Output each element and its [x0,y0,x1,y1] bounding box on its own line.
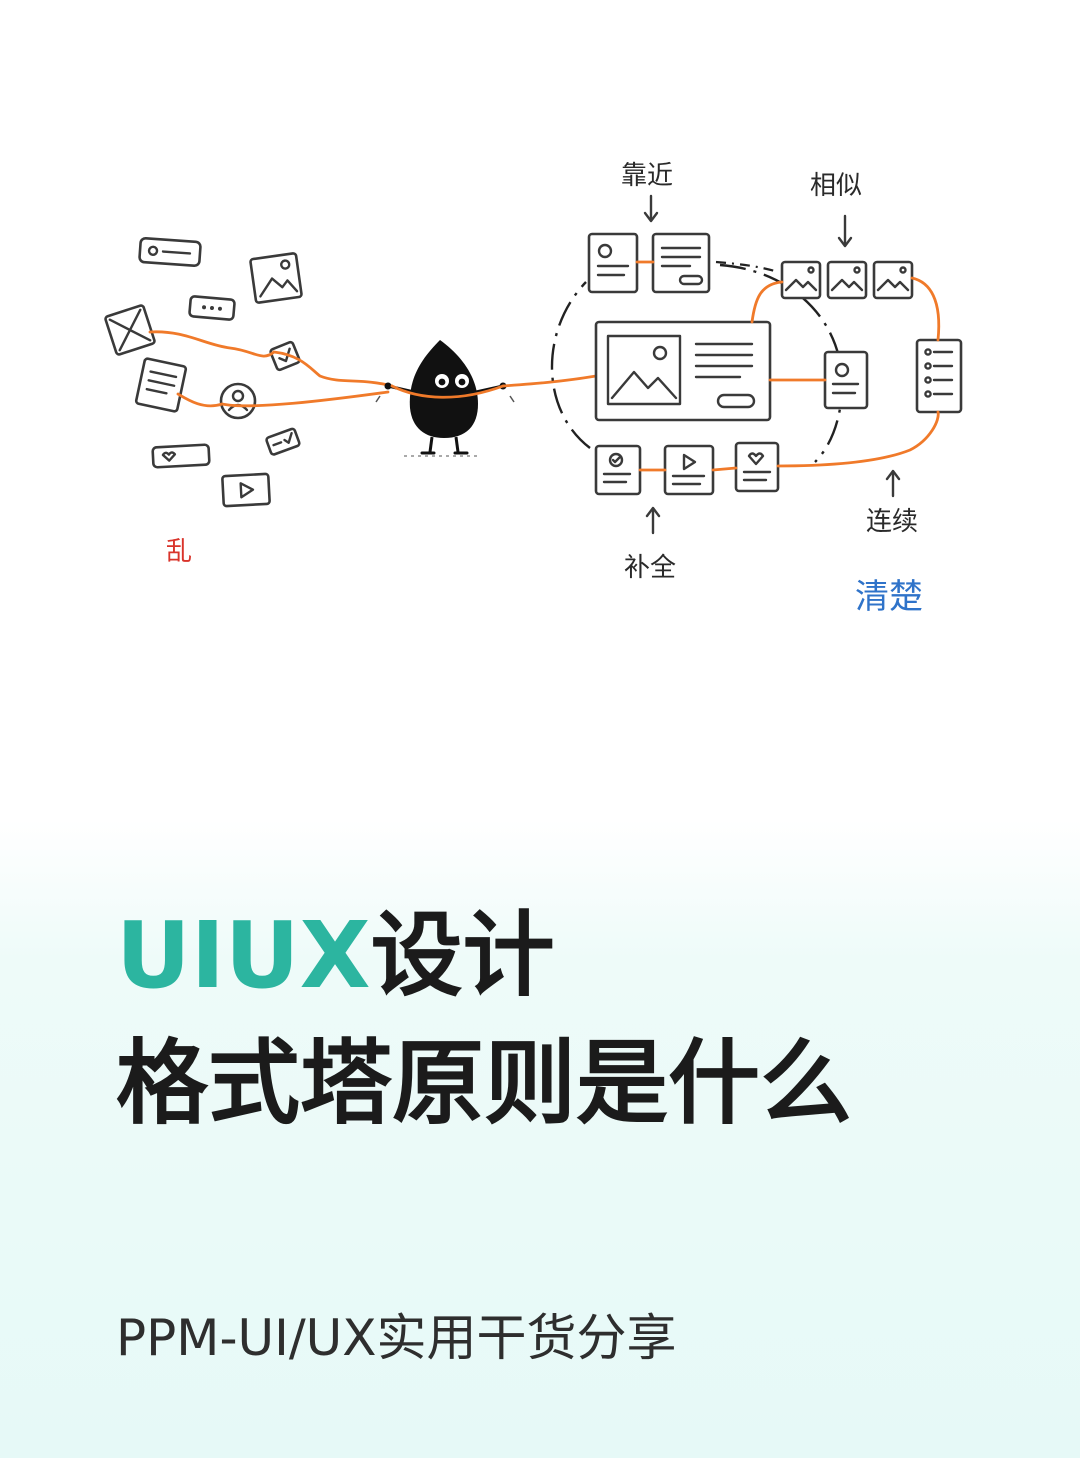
label-qingchu: 清楚 [855,577,923,617]
heart-bar-icon [151,443,211,469]
subtitle: PPM-UI/UX实用干货分享 [116,1309,677,1367]
similar-image-cards [780,260,914,300]
check-icon [269,340,301,372]
label-luan: 乱 [166,537,192,567]
arrow-buquan-icon [645,506,661,535]
bottom-card-row [594,441,780,496]
label-lianxu: 连续 [866,507,918,537]
input-bar-icon [138,236,202,268]
dots-bar-icon [188,295,236,321]
document-icon [134,357,188,413]
card-list [915,338,963,414]
user-avatar-icon [219,382,257,420]
main-content-card [594,320,772,422]
title-accent: UIUX [116,902,371,1009]
title-line1-rest: 设计 [370,902,555,1009]
arrow-lianxu-icon [885,469,901,498]
character-icon [375,340,515,457]
image-icon [249,252,303,304]
card-profile-top [587,232,639,294]
closure-dashed-circle [550,263,844,463]
title-line-1: UIUX设计 [116,892,852,1020]
label-kaojin: 靠近 [621,161,673,191]
play-icon [221,472,271,508]
label-buquan: 补全 [624,553,676,583]
title-block: UIUX设计 格式塔原则是什么 [116,892,852,1148]
toggle-icon [265,427,301,456]
label-xiangsi: 相似 [810,171,862,201]
placeholder-x-icon [104,304,156,356]
card-profile-right [823,350,869,410]
gestalt-illustration: 靠近 相似 连续 补全 乱 清楚 [104,161,963,617]
scattered-elements [104,236,303,508]
arrow-xiangsi-icon [837,214,853,248]
title-line-2: 格式塔原则是什么 [116,1030,853,1137]
card-document-top [651,232,711,294]
arrow-kaojin-icon [643,194,659,223]
